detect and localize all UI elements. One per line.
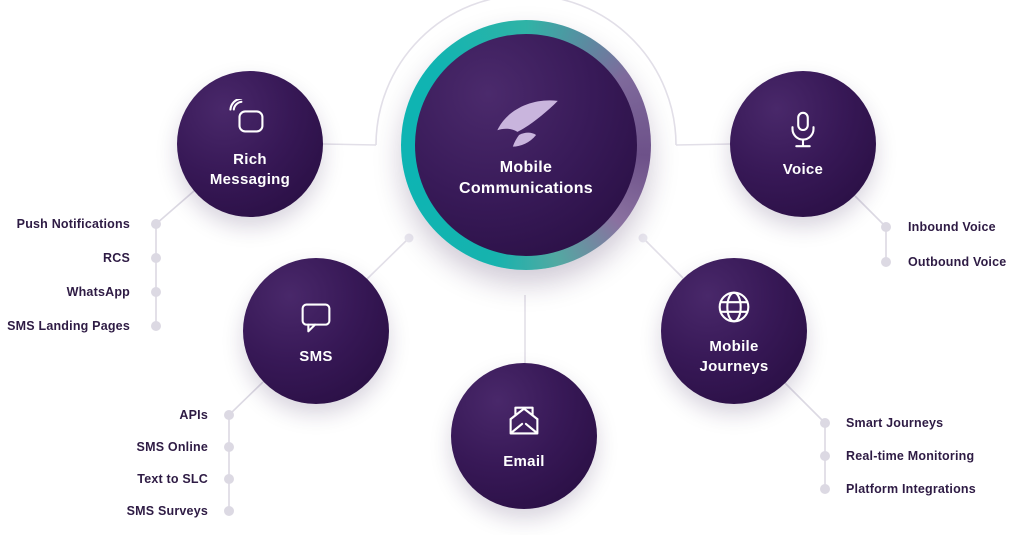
dot-chain-sms [228, 381, 264, 511]
node-email: Email [451, 363, 597, 509]
node-label-voice: Voice [782, 160, 824, 178]
node-label-email: Email [503, 452, 545, 470]
sms-item-sms-surveys: SMS Surveys [126, 504, 208, 518]
node-label-sms: SMS [299, 347, 333, 365]
rich-messaging-item-push-notifications: Push Notifications [16, 217, 130, 231]
center-node-mobile-communications: Mobile Communications [415, 34, 637, 256]
node-rich-messaging: Rich Messaging [177, 71, 323, 217]
center-node-label: Mobile Communications [459, 159, 593, 197]
node-label-rich-messaging: Rich Messaging [209, 151, 291, 188]
node-voice: Voice [730, 71, 876, 217]
mobile-journeys-item-real-time-monitoring: Real-time Monitoring [846, 449, 975, 463]
rich-messaging-item-whatsapp: WhatsApp [66, 285, 130, 299]
center-node-ring: Mobile Communications [401, 20, 651, 270]
open-envelope-icon [509, 406, 539, 435]
sms-item-sms-online: SMS Online [136, 440, 208, 454]
chat-signal-icon [229, 99, 264, 133]
dot-chain-voice [854, 195, 887, 262]
dot-chain-mobile-journeys [784, 382, 826, 489]
rich-messaging-item-sms-landing-pages: SMS Landing Pages [7, 319, 130, 333]
rich-messaging-item-rcs: RCS [103, 251, 130, 265]
microphone-icon [791, 111, 815, 148]
chain-dots [151, 219, 891, 516]
dot-chain-rich-messaging [155, 190, 195, 326]
mobile-journeys-item-platform-integrations: Platform Integrations [846, 482, 976, 496]
node-sms: SMS [243, 258, 389, 404]
voice-item-inbound-voice: Inbound Voice [908, 220, 996, 234]
mobile-journeys-item-smart-journeys: Smart Journeys [846, 416, 944, 430]
sms-item-apis: APIs [179, 408, 208, 422]
brand-arrow-logo [497, 100, 558, 147]
speech-bubble-icon [301, 303, 331, 333]
globe-icon [718, 291, 750, 323]
voice-item-outbound-voice: Outbound Voice [908, 255, 1007, 269]
sms-item-text-to-slc: Text to SLC [137, 472, 208, 486]
connector-arc [322, 0, 732, 364]
node-label-mobile-journeys: Mobile Journeys [699, 338, 769, 375]
node-mobile-journeys: Mobile Journeys [661, 258, 807, 404]
